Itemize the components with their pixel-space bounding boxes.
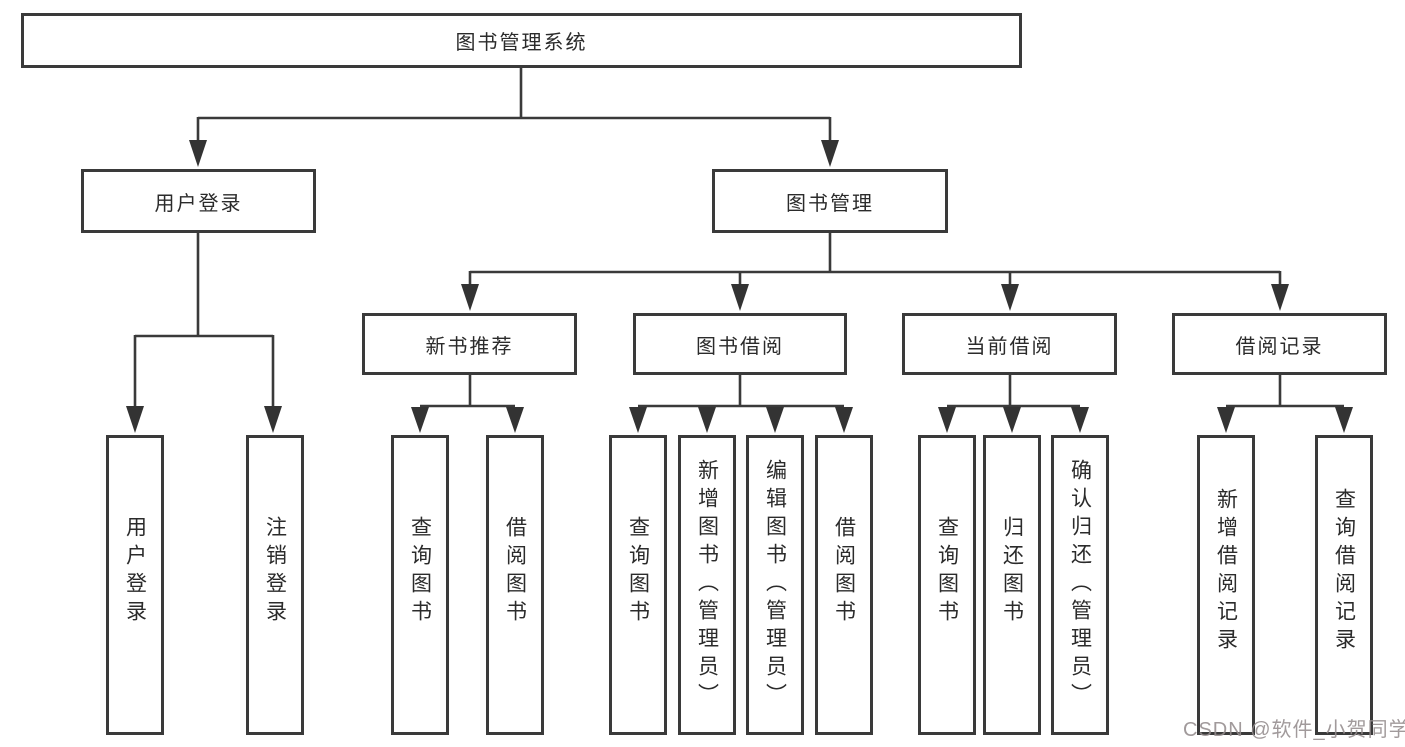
arrowhead-icon xyxy=(835,407,853,433)
leaf-query-books-borrow: 查询图书 xyxy=(609,435,667,735)
arrowhead-icon xyxy=(731,284,749,311)
arrowhead-icon xyxy=(698,407,716,433)
node-library-system: 图书管理系统 xyxy=(21,13,1022,68)
node-book-management: 图书管理 xyxy=(712,169,948,233)
arrowhead-icon xyxy=(1003,407,1021,433)
leaf-confirm-return-admin: 确认归还（管理员） xyxy=(1051,435,1109,735)
node-user-login: 用户登录 xyxy=(81,169,316,233)
arrowhead-icon xyxy=(1271,284,1289,311)
node-book-borrow: 图书借阅 xyxy=(633,313,847,375)
leaf-query-borrow-record: 查询借阅记录 xyxy=(1315,435,1373,735)
node-current-borrow: 当前借阅 xyxy=(902,313,1117,375)
leaf-query-books-current: 查询图书 xyxy=(918,435,976,735)
node-new-book-recommend: 新书推荐 xyxy=(362,313,577,375)
arrowhead-icon xyxy=(766,407,784,433)
arrowhead-icon xyxy=(1335,407,1353,433)
arrowhead-icon xyxy=(629,407,647,433)
arrowhead-icon xyxy=(461,284,479,311)
arrowhead-icon xyxy=(411,407,429,433)
csdn-watermark: CSDN @软件_小贺同学 xyxy=(1183,719,1405,741)
arrowhead-icon xyxy=(126,406,144,433)
node-borrow-records: 借阅记录 xyxy=(1172,313,1387,375)
arrowhead-icon xyxy=(189,140,207,167)
arrowhead-icon xyxy=(938,407,956,433)
arrowhead-icon xyxy=(506,407,524,433)
leaf-logout: 注销登录 xyxy=(246,435,304,735)
leaf-borrow-books: 借阅图书 xyxy=(815,435,873,735)
leaf-edit-books-admin: 编辑图书（管理员） xyxy=(746,435,804,735)
arrowhead-icon xyxy=(1071,407,1089,433)
arrowhead-icon xyxy=(1217,407,1235,433)
leaf-add-books-admin: 新增图书（管理员） xyxy=(678,435,736,735)
arrowhead-icon xyxy=(264,406,282,433)
leaf-borrow-books-recommend: 借阅图书 xyxy=(486,435,544,735)
leaf-query-books-recommend: 查询图书 xyxy=(391,435,449,735)
arrowhead-icon xyxy=(1001,284,1019,311)
leaf-return-books: 归还图书 xyxy=(983,435,1041,735)
leaf-add-borrow-record: 新增借阅记录 xyxy=(1197,435,1255,735)
leaf-user-login: 用户登录 xyxy=(106,435,164,735)
arrowhead-icon xyxy=(821,140,839,167)
